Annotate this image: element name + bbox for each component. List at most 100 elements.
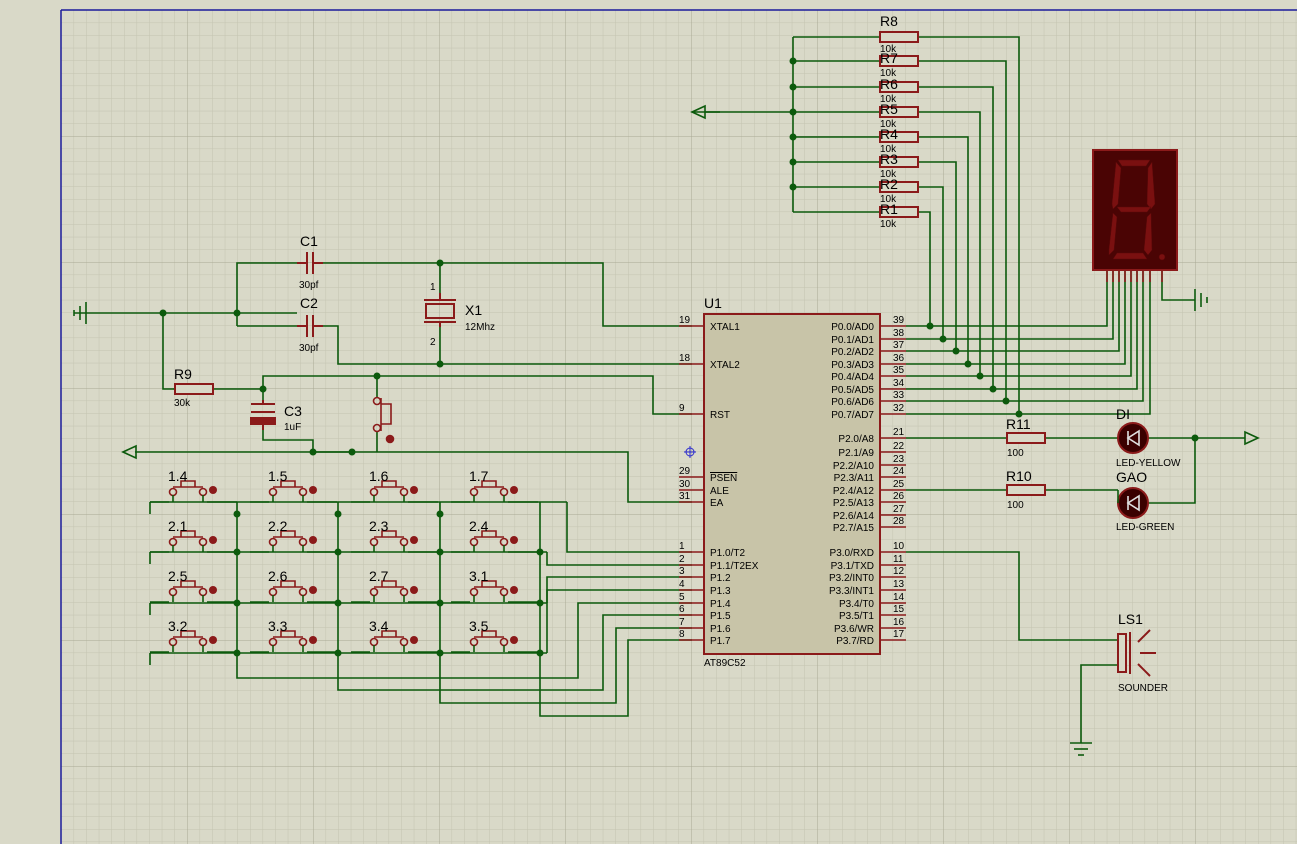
keypad-key-label: 2.6	[268, 568, 288, 584]
led-green-ref: GAO	[1116, 469, 1147, 485]
keypad-key[interactable]	[250, 580, 337, 603]
keypad-key[interactable]	[351, 580, 438, 603]
ground-symbol-bottom	[1070, 742, 1092, 756]
u1-pin-number: 1	[679, 541, 685, 552]
crystal-x1[interactable]	[424, 293, 456, 327]
u1-part: AT89C52	[704, 658, 746, 669]
led-yellow-ref: DI	[1116, 406, 1130, 422]
keypad-key[interactable]	[250, 480, 337, 503]
c3-ref: C3	[284, 403, 302, 419]
u1-pin-name: P3.0/RXD	[830, 548, 874, 559]
u1-pin-name: P0.0/AD0	[831, 322, 874, 333]
keypad-key-label: 2.2	[268, 518, 288, 534]
u1-pin-number: 16	[893, 617, 905, 628]
ladder-resistor[interactable]	[879, 156, 919, 168]
keypad-key[interactable]	[150, 630, 237, 653]
arrow-terminal-right	[1244, 430, 1260, 446]
ladder-resistor-value: 10k	[880, 194, 897, 205]
keypad-key[interactable]	[451, 580, 538, 603]
keypad-key[interactable]	[451, 630, 538, 653]
ladder-resistor-label: R5	[880, 101, 898, 117]
keypad-key[interactable]	[451, 530, 538, 553]
ladder-resistor[interactable]	[879, 181, 919, 193]
ladder-resistor[interactable]	[879, 131, 919, 143]
keypad-key[interactable]	[150, 580, 237, 603]
resistor-r9[interactable]	[173, 383, 214, 395]
ladder-resistor[interactable]	[879, 31, 919, 43]
resistor-r10[interactable]	[1006, 484, 1046, 496]
keypad-key-label: 3.4	[369, 618, 389, 634]
keypad-key[interactable]	[150, 530, 237, 553]
u1-pin-number: 33	[893, 390, 905, 401]
ladder-resistor[interactable]	[879, 55, 919, 67]
u1-pin-name: P2.6/A14	[833, 511, 875, 522]
keypad-key-label: 1.4	[168, 468, 188, 484]
u1-pin-number: 37	[893, 340, 905, 351]
capacitor-c3[interactable]	[250, 400, 276, 430]
keypad-key[interactable]	[351, 630, 438, 653]
u1-pin-name: P1.7	[710, 636, 731, 647]
ground-symbol-left	[73, 302, 87, 324]
u1-pin-name: P1.6	[710, 624, 731, 635]
led-green[interactable]	[1117, 487, 1149, 519]
u1-pin-number: 25	[893, 479, 905, 490]
u1-pin-number: 18	[679, 353, 691, 364]
keypad-key[interactable]	[250, 630, 337, 653]
ladder-resistor[interactable]	[879, 206, 919, 218]
capacitor-c1[interactable]	[297, 252, 323, 274]
u1-pin-name: P2.0/A8	[838, 434, 874, 445]
u1-pin-number: 13	[893, 579, 905, 590]
u1-pin-name: P0.7/AD7	[831, 410, 874, 421]
u1-pin-name: P2.7/A15	[833, 523, 875, 534]
seven-segment-display[interactable]	[1092, 149, 1178, 282]
u1-pin-number: 38	[893, 328, 905, 339]
led-yellow[interactable]	[1117, 422, 1149, 454]
keypad-key[interactable]	[351, 530, 438, 553]
ic-u1-body[interactable]	[703, 313, 881, 655]
u1-pin-number: 11	[893, 554, 904, 565]
keypad-key-label: 2.4	[469, 518, 489, 534]
u1-pin-number: 10	[893, 541, 905, 552]
keypad-key-label: 3.2	[168, 618, 188, 634]
sounder-ls1[interactable]	[1117, 629, 1156, 677]
wire-layer	[74, 36, 1245, 743]
capacitor-c2[interactable]	[297, 315, 323, 337]
u1-pin-number: 36	[893, 353, 905, 364]
u1-pin-number: 29	[679, 466, 691, 477]
crosshair-cursor	[684, 446, 696, 458]
r10-value: 100	[1007, 500, 1024, 511]
u1-pin-number: 14	[893, 592, 905, 603]
keypad-key-label: 1.6	[369, 468, 389, 484]
u1-pins: 19XTAL118XTAL29RST29PSEN30ALE31EA1P1.0/T…	[679, 315, 906, 647]
r11-value: 100	[1007, 448, 1024, 459]
keypad-key[interactable]	[351, 480, 438, 503]
u1-pin-name: P1.2	[710, 573, 731, 584]
ladder-resistor[interactable]	[879, 81, 919, 93]
x1-ref: X1	[465, 302, 482, 318]
u1-pin-name: P3.3/INT1	[829, 586, 874, 597]
u1-pin-number: 2	[679, 554, 685, 565]
ladder-resistor-value: 10k	[880, 144, 897, 155]
u1-pin-name: P2.5/A13	[833, 498, 875, 509]
u1-pin-name: P1.1/T2EX	[710, 561, 759, 572]
u1-pin-name: XTAL2	[710, 360, 740, 371]
u1-pin-number: 35	[893, 365, 905, 376]
keypad-key[interactable]	[150, 480, 237, 503]
u1-pin-number: 32	[893, 403, 905, 414]
resistor-r11[interactable]	[1006, 432, 1046, 444]
ladder-resistor[interactable]	[879, 106, 919, 118]
u1-pin-name: P0.5/AD5	[831, 385, 874, 396]
keypad-key[interactable]	[451, 480, 538, 503]
ladder-resistor-label: R3	[880, 151, 898, 167]
u1-pin-number: 9	[679, 403, 685, 414]
u1-pin-name: P0.1/AD1	[831, 335, 874, 346]
keypad-key-label: 1.7	[469, 468, 489, 484]
reset-button[interactable]	[372, 396, 395, 444]
led-green-part: LED-GREEN	[1116, 522, 1174, 533]
ladder-resistor-value: 10k	[880, 219, 897, 230]
u1-pin-name: P3.7/RD	[836, 636, 874, 647]
keypad-key[interactable]	[250, 530, 337, 553]
u1-pin-name: P1.0/T2	[710, 548, 745, 559]
u1-ref: U1	[704, 295, 722, 311]
